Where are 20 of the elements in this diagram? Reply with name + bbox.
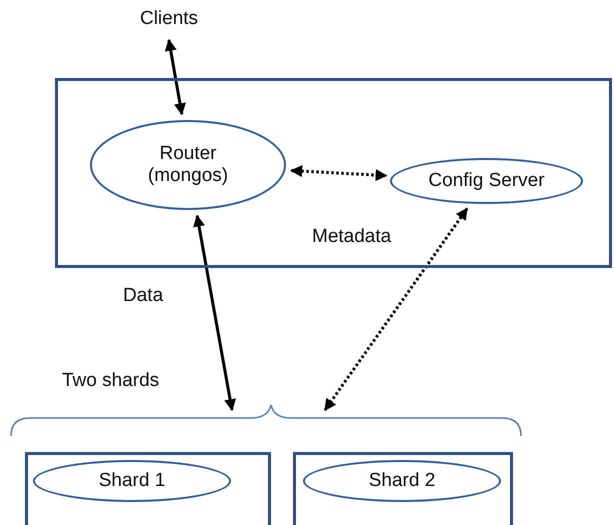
node-text: Shard 2 — [368, 470, 436, 492]
connector-arrow — [164, 38, 186, 116]
annotation-label: Metadata — [312, 226, 392, 248]
connector-arrow — [324, 208, 468, 411]
connector-arrow — [290, 165, 388, 182]
ellipse-node — [303, 460, 501, 502]
annotation-label: Two shards — [62, 370, 160, 392]
node-text: Clients — [138, 8, 200, 30]
annotation-label: Data — [123, 285, 164, 307]
connector-arrow — [193, 214, 236, 412]
curly-brace — [10, 404, 522, 436]
ellipse-node — [90, 120, 286, 210]
ellipse-node — [390, 158, 583, 204]
node-text: Shard 1 — [98, 470, 166, 492]
ellipse-node — [33, 460, 231, 502]
container-box — [25, 452, 271, 525]
node-text: Router (mongos) — [146, 143, 230, 187]
container-box — [293, 452, 513, 525]
container-box — [55, 78, 612, 268]
node-text: Config Server — [427, 170, 546, 192]
